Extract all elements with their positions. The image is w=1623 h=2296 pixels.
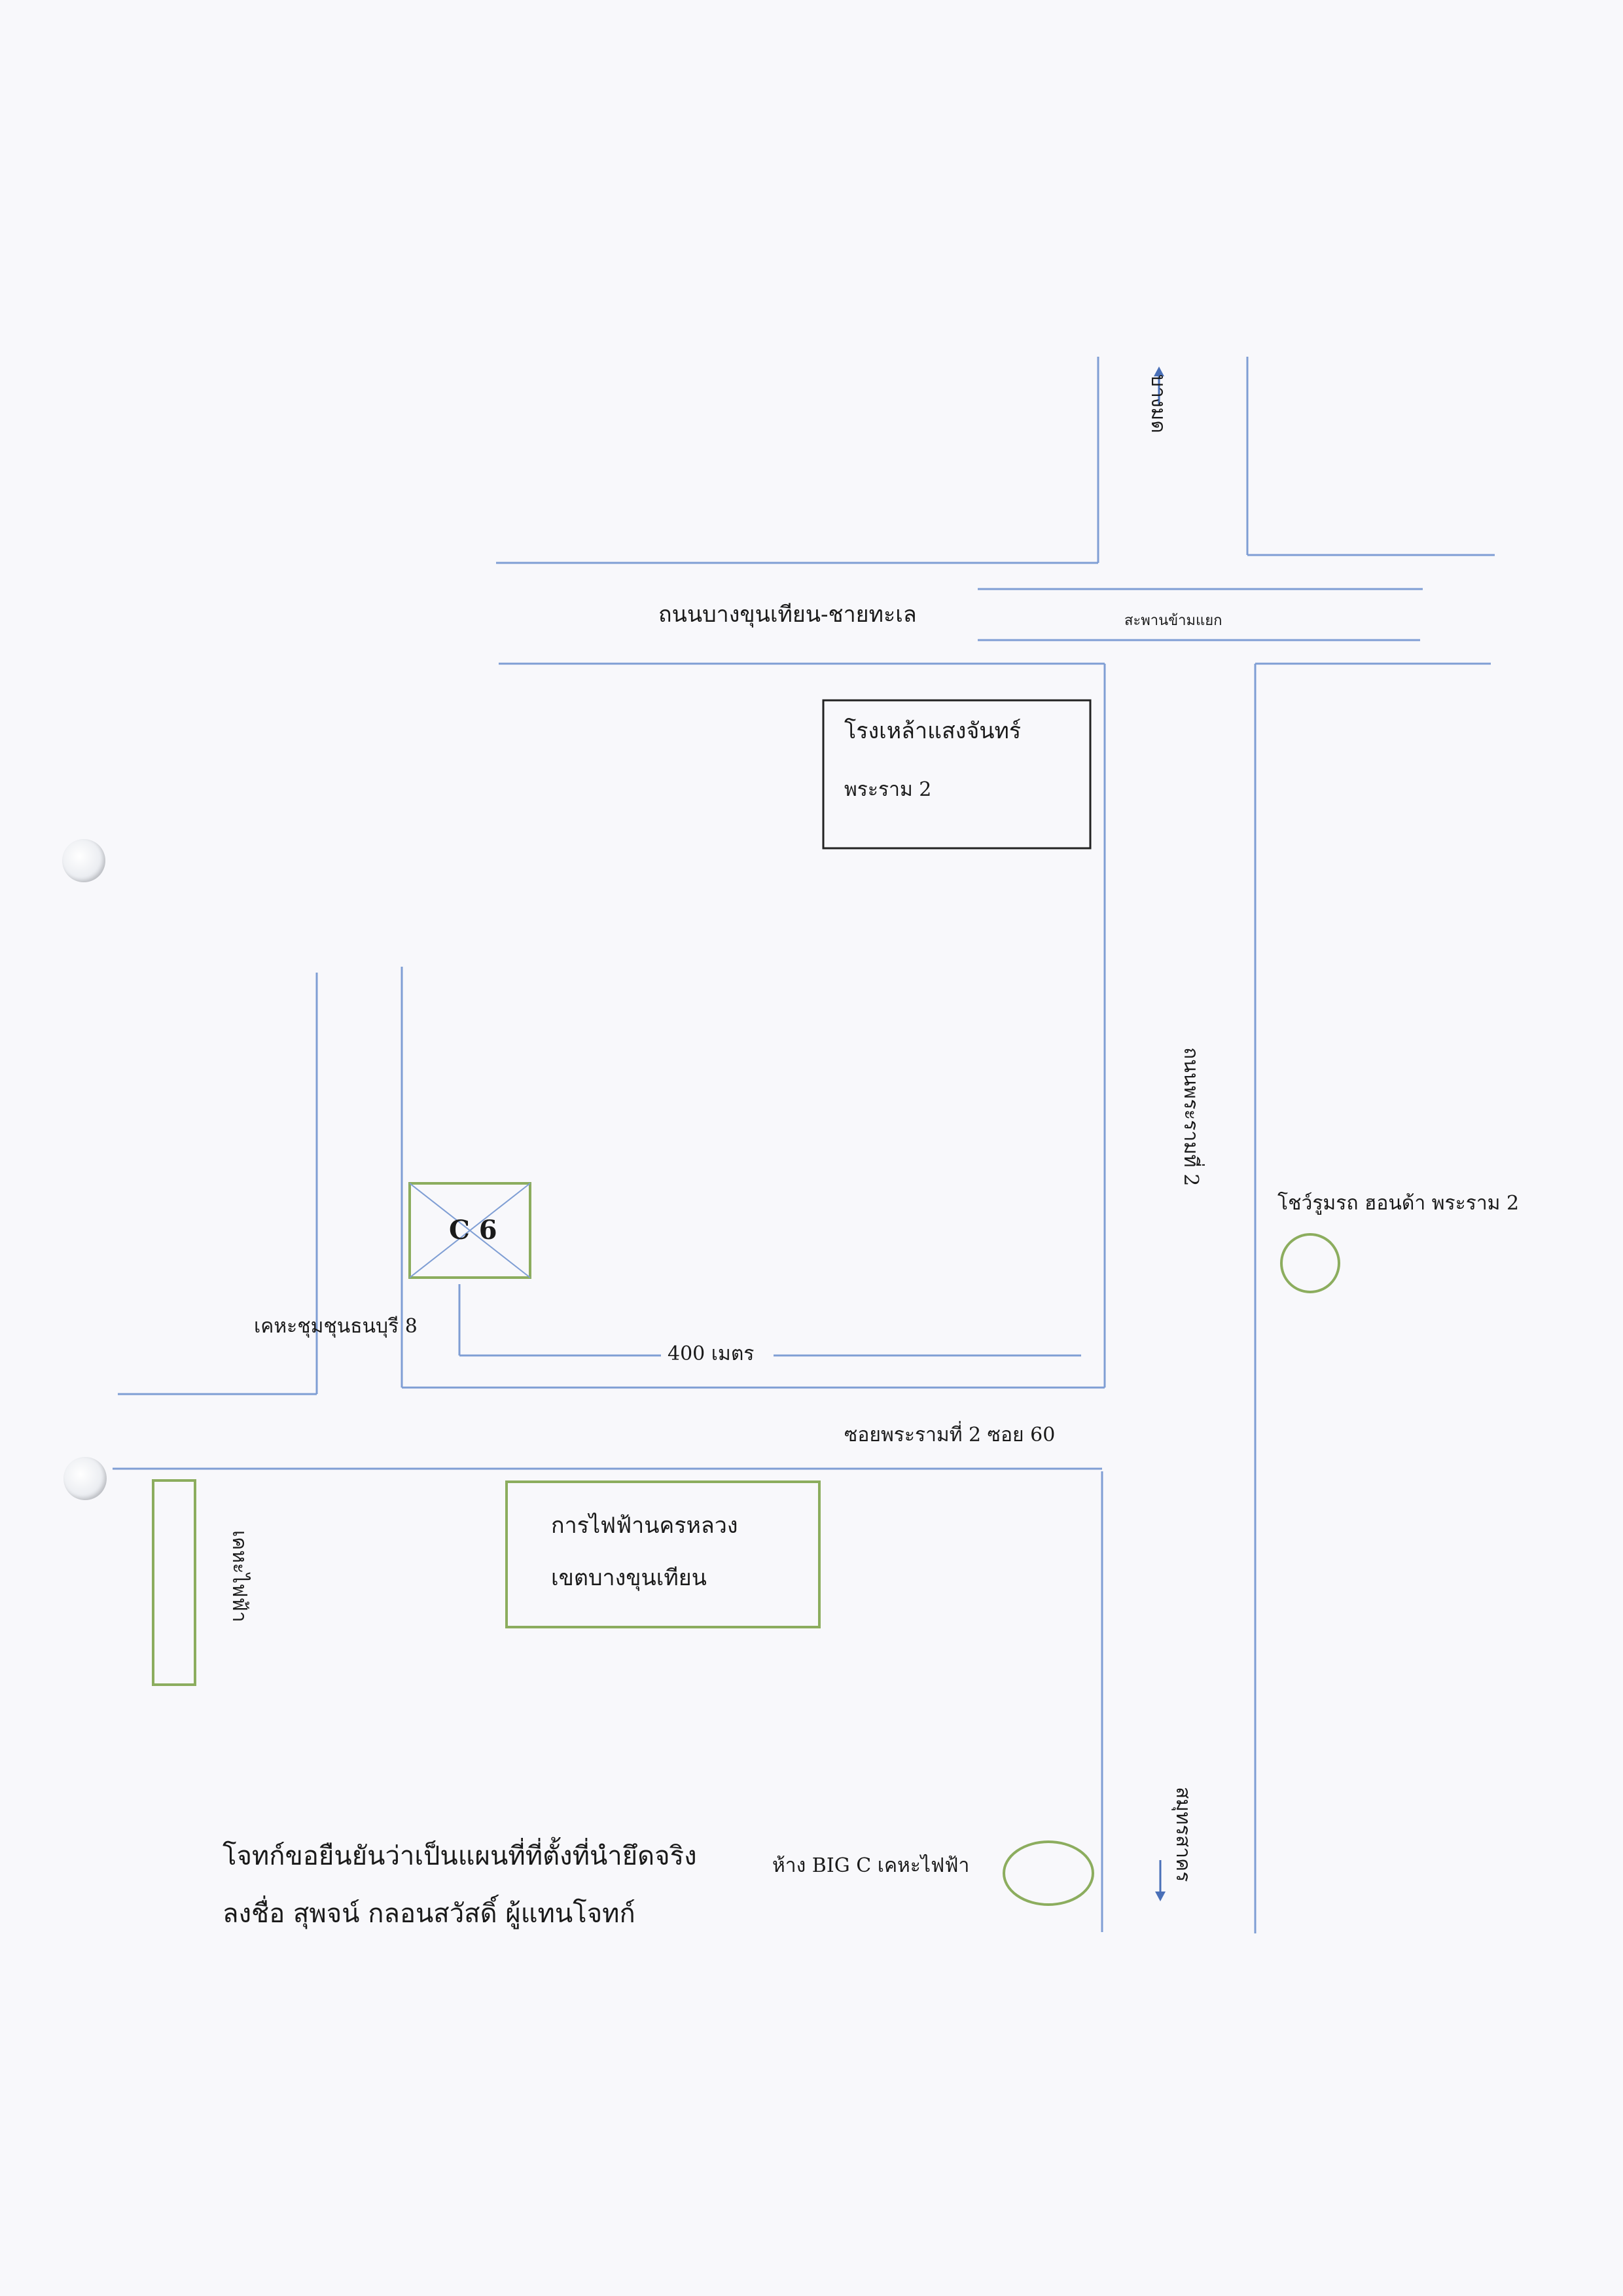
label-overpass: สะพานข้ามแยก (1124, 613, 1222, 629)
punch-hole-top (62, 839, 105, 882)
label-brewery-line1: โรงเหล้าแสงจันทร์ (844, 718, 1022, 744)
label-bigc: ห้าง BIG C เคหะไฟฟ้า (772, 1854, 970, 1877)
label-soi-rama2-60: ซอยพระรามที่ 2 ซอย 60 (844, 1424, 1056, 1446)
kheha-faifa-box (152, 1479, 196, 1686)
punch-hole-bottom (63, 1457, 107, 1500)
label-to-samut-sakhon: สมุทรสาคร (1171, 1787, 1194, 1882)
label-electric-line1: การไฟฟ้านครหลวง (551, 1513, 738, 1539)
bigc-marker (1003, 1840, 1094, 1906)
label-road-bangkhunthian: ถนนบางขุนเทียน-ชายทะเล (658, 601, 917, 628)
label-brewery-line2: พระราม 2 (844, 778, 932, 801)
statement-line2: ลงชื่อ สุพจน์ กลอนสวัสดิ์ ผู้แทนโจทก์ (223, 1899, 635, 1929)
label-to-bangmot: บางมด (1147, 374, 1169, 433)
honda-showroom-marker (1280, 1233, 1340, 1293)
arrow-down-icon (1155, 1860, 1166, 1901)
label-community: เคหะชุมชุนธนบุรี 8 (254, 1315, 418, 1338)
label-lot-c6: C 6 (449, 1215, 497, 1246)
electric-authority-box (505, 1480, 821, 1628)
label-honda-showroom: โชว์รูมรถ ฮอนด้า พระราม 2 (1277, 1192, 1520, 1215)
label-distance: 400 เมตร (668, 1342, 755, 1365)
label-kheha-faifa: เคหะไฟฟ้า (228, 1530, 251, 1623)
label-electric-line2: เขตบางขุนเทียน (551, 1565, 707, 1591)
label-road-rama2: ถนนพระรามที่ 2 (1179, 1047, 1202, 1187)
statement-line1: โจทก์ขอยืนยันว่าเป็นแผนที่ที่ตั้งที่นำยึ… (223, 1841, 697, 1871)
brewery-box (822, 699, 1092, 850)
lot-c6-marker (408, 1182, 531, 1279)
arrow-up-icon (1154, 367, 1164, 404)
